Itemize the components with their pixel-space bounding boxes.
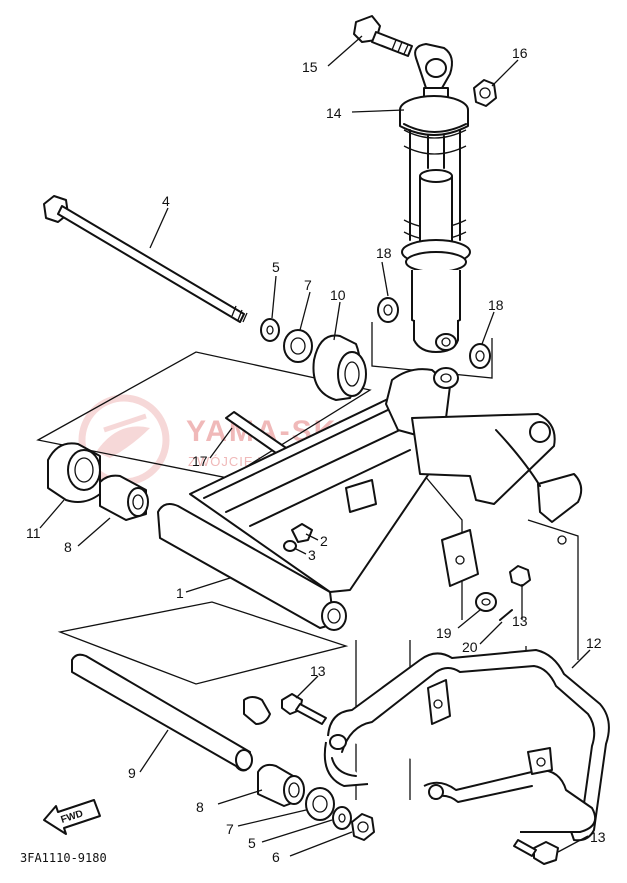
- part-10-bushing-cap: [312, 334, 367, 401]
- callout-1: 1: [176, 585, 184, 601]
- callout-18-left: 18: [376, 245, 392, 261]
- part-7-seal-upper: [283, 329, 313, 363]
- part-8-bushing-lower: [257, 763, 305, 807]
- callout-9: 9: [128, 765, 136, 781]
- callout-2: 2: [320, 533, 328, 549]
- fwd-arrow-icon: FWD: [43, 799, 101, 835]
- callout-3: 3: [308, 547, 316, 563]
- part-2-bolt: [291, 523, 313, 543]
- part-1-swingarm: [157, 367, 583, 631]
- part-11-bushing-collar: [47, 442, 101, 503]
- callouts: 15 16 14 4 5 7 10 18 18 17 11 8 1 2 3 13…: [26, 45, 606, 865]
- part-13-bolt-upper: [509, 565, 531, 587]
- part-5-washer-upper: [260, 318, 280, 342]
- leader-lines: [39, 35, 591, 857]
- callout-8-lower: 8: [196, 799, 204, 815]
- callout-5-upper: 5: [272, 259, 280, 275]
- callout-14: 14: [326, 105, 342, 121]
- callout-6: 6: [272, 849, 280, 865]
- callout-18-right: 18: [488, 297, 504, 313]
- callout-17: 17: [192, 453, 208, 469]
- part-12-guard-frame: [323, 649, 610, 842]
- callout-20: 20: [462, 639, 478, 655]
- collar-left: [243, 696, 271, 725]
- part-18-washer-left: [377, 297, 399, 323]
- callout-13-middle: 13: [310, 663, 326, 679]
- part-9-rod: [71, 653, 253, 772]
- callout-13-lower: 13: [590, 829, 606, 845]
- part-16-nut: [473, 79, 497, 107]
- part-6-nut: [351, 813, 375, 841]
- diagram-code: 3FA1110-9180: [20, 851, 107, 865]
- callout-4: 4: [162, 193, 170, 209]
- callout-15: 15: [302, 59, 318, 75]
- callout-12: 12: [586, 635, 602, 651]
- part-13-bolt-middle: [281, 693, 327, 725]
- callout-11: 11: [26, 525, 41, 541]
- callout-7-upper: 7: [304, 277, 312, 293]
- callout-5-lower: 5: [248, 835, 256, 851]
- callout-7-lower: 7: [226, 821, 234, 837]
- part-13-bolt-lower: [513, 839, 559, 865]
- callout-13-upper: 13: [512, 613, 528, 629]
- callout-10: 10: [330, 287, 346, 303]
- part-4-pivot-shaft: [43, 195, 248, 323]
- callout-8-upper: 8: [64, 539, 72, 555]
- part-8-bushing-left: [99, 474, 149, 521]
- callout-16: 16: [512, 45, 528, 61]
- part-15-bolt: [353, 15, 413, 57]
- part-5-washer-lower: [332, 806, 352, 830]
- part-20-pin: [499, 609, 513, 621]
- part-7-seal-lower: [305, 787, 335, 821]
- part-19-washer: [475, 592, 497, 612]
- part-18-washer-right: [469, 343, 491, 369]
- part-14-shock-absorber: [399, 43, 471, 353]
- callout-19: 19: [436, 625, 452, 641]
- part-3-washer: [283, 540, 297, 552]
